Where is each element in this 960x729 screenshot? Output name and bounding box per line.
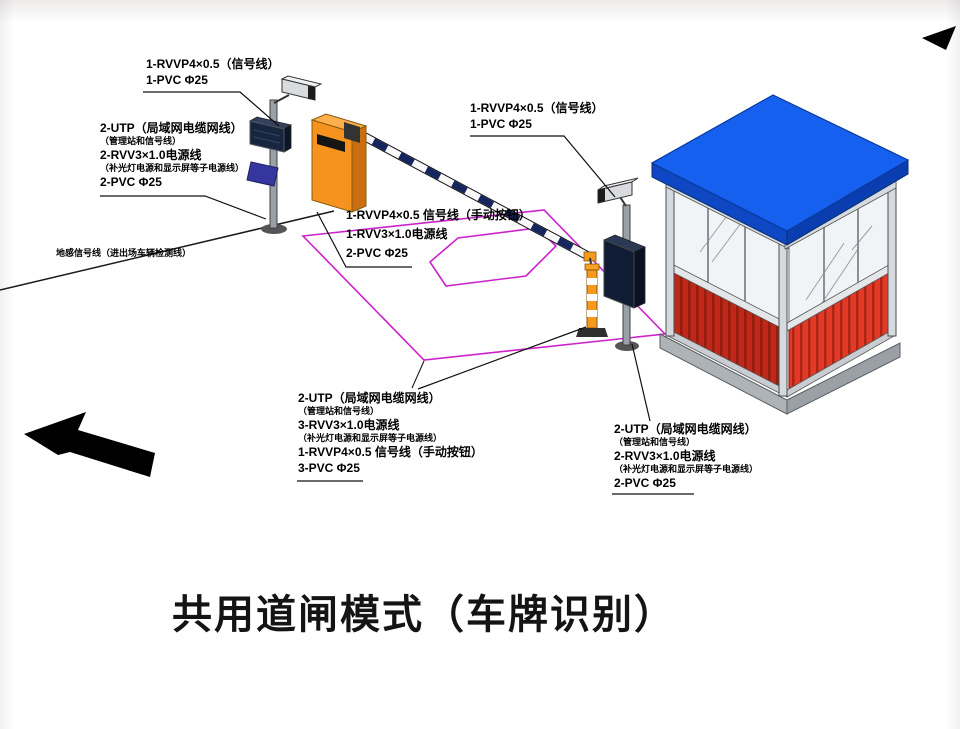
diagram-title: 共用道闸模式（车牌识别） <box>172 593 676 637</box>
label-barrier-cables: 1-RVVP4×0.5 信号线（手动按钮） 1-RVV3×1.0电源线 2-PV… <box>346 206 531 263</box>
label-ground-loop: 地感信号线（进出场车辆检测线） <box>56 248 191 259</box>
label-line: 地感信号线（进出场车辆检测线） <box>56 248 192 258</box>
label-line: 2-UTP（局域网电缆网线） <box>298 391 441 405</box>
boom-support-post <box>576 257 608 337</box>
road-edge-line <box>0 210 335 291</box>
led-display-2-icon <box>602 234 647 309</box>
label-booth-cables: 2-UTP（局域网电缆网线） （管理站和信号线） 2-RVV3×1.0电源线 （… <box>614 421 758 491</box>
label-line: 1-PVC Φ25 <box>146 73 208 87</box>
label-line: 3-RVV3×1.0电源线 <box>298 418 400 432</box>
label-line: （管理站和信号线） <box>100 136 182 146</box>
entry-direction-arrow-icon <box>24 412 155 477</box>
exit-direction-arrow-icon <box>922 26 956 50</box>
barrier-cabinet <box>310 113 368 213</box>
label-line: 1-RVVP4×0.5（信号线） <box>470 101 604 115</box>
label-line: 2-RVV3×1.0电源线 <box>100 148 202 162</box>
guard-booth <box>650 94 910 415</box>
label-line: （管理站和信号线） <box>298 406 380 416</box>
leader-lines <box>100 91 694 495</box>
label-line: 1-RVVP4×0.5 信号线（手动按钮） <box>298 445 483 459</box>
ground-induction-loop <box>428 227 558 287</box>
label-line: （补光灯电源和显示屏等子电源线） <box>614 464 759 474</box>
label-line: （管理站和信号线） <box>614 437 696 447</box>
label-line: 2-PVC Φ25 <box>614 476 676 490</box>
label-line: 3-PVC Φ25 <box>298 461 360 475</box>
barrier-gate <box>310 113 597 262</box>
cabinet-display-slot <box>317 134 345 152</box>
flood-light-icon <box>246 161 279 187</box>
label-pole1-cables: 2-UTP（局域网电缆网线） （管理站和信号线） 2-RVV3×1.0电源线 （… <box>100 120 244 190</box>
camera-pole-1 <box>246 75 323 234</box>
label-line: 2-UTP（局域网电缆网线） <box>100 121 243 135</box>
boom-pivot-bracket <box>344 122 360 143</box>
label-line: （补光灯电源和显示屏等子电源线） <box>100 163 245 173</box>
label-line: 2-RVV3×1.0电源线 <box>614 449 716 463</box>
label-camera2-cable: 1-RVVP4×0.5（信号线） 1-PVC Φ25 <box>470 100 604 132</box>
led-display-1-icon <box>248 116 293 153</box>
barrier-boom <box>351 127 597 262</box>
label-line: 1-RVV3×1.0电源线 <box>346 227 448 241</box>
lpr-camera-2-icon <box>597 177 639 207</box>
label-lane-cables: 2-UTP（局域网电缆网线） （管理站和信号线） 3-RVV3×1.0电源线 （… <box>298 390 483 476</box>
label-line: 2-UTP（局域网电缆网线） <box>614 422 757 436</box>
label-line: 2-PVC Φ25 <box>100 175 162 189</box>
lane-detection-area <box>301 209 667 389</box>
lpr-camera-1-icon <box>273 75 323 104</box>
booth-roof <box>650 94 910 246</box>
camera-pole-2 <box>597 177 647 351</box>
label-line: 1-RVVP4×0.5（信号线） <box>146 57 280 71</box>
label-line: （补光灯电源和显示屏等子电源线） <box>298 433 443 443</box>
label-line: 2-PVC Φ25 <box>346 246 408 260</box>
label-line: 1-PVC Φ25 <box>470 117 532 131</box>
label-camera1-cable: 1-RVVP4×0.5（信号线） 1-PVC Φ25 <box>146 56 280 88</box>
label-line: 1-RVVP4×0.5 信号线（手动按钮） <box>346 208 531 222</box>
